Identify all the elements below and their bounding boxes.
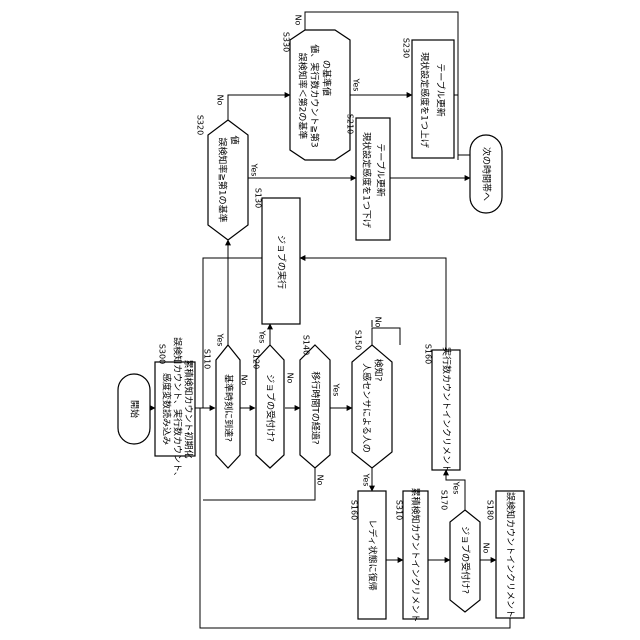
s230-line-1: 現状設定感度を1つ上げ [419,52,431,148]
s160-ready-id: S160 [350,500,359,520]
s120-no: No [286,373,295,384]
s110-no: No [240,375,249,386]
start-node: 開始 [118,374,150,444]
s210-line-1: 現状設定感度を1つ下げ [361,132,373,228]
s180-process: 誤検知カウントインクリメント S180 [486,491,525,618]
s120-label: ジョブの受付け? [265,374,277,442]
s160-ready-label: レディ状態に復帰 [367,519,379,590]
s320-line-2: 値 [229,135,241,144]
start-label: 開始 [129,400,141,418]
end-node: 次の時間帯へ [470,135,502,213]
end-label: 次の時間帯へ [481,147,493,201]
s130-id: S130 [254,188,263,208]
s300-line-2: 誤検知カウント、実行数カウント、 [172,337,184,481]
s130-process: ジョブの実行 S130 [254,188,301,324]
s300-line-1: 感度変数読み込み [161,373,173,445]
s300-line-3: 累積検知カウント初期化 [183,359,195,458]
s310-id: S310 [395,500,404,520]
s110-yes: Yes [216,333,225,347]
s300-process: 感度変数読み込み 誤検知カウント、実行数カウント、 累積検知カウント初期化 S3… [155,337,195,481]
s150-id: S150 [354,330,363,350]
s160-exec-label: 実行数カウントインクリメント [441,347,453,473]
s150-line-1: 人感センサによる人の [361,363,373,453]
s330-line-2: 値、実行数カウント≧第3 [309,44,321,147]
s140-decision: 移行時間Tの経過? S140 Yes No [300,335,341,486]
s120-decision: ジョブの受付け? S120 Yes No [252,330,295,468]
s120-yes: Yes [258,330,267,344]
s120-id: S120 [252,349,261,369]
s110-id: S110 [203,349,212,369]
s230-process: 現状設定感度を1つ上げ テーブル更新 S230 [402,38,455,158]
s160-exec-process: 実行数カウントインクリメント S160 [424,344,461,473]
s310-label: 累積検知カウントインクリメント [410,487,422,622]
s310-process: 累積検知カウントインクリメント S310 [395,487,429,622]
s330-id: S330 [282,32,291,52]
s320-decision: 誤検知率≧第1の基準 値 S320 No Yes [196,95,259,240]
s150-line-2: 検知? [373,359,385,382]
s160-ready-process: レディ状態に復帰 S160 [350,491,387,619]
s150-no: No [374,317,383,328]
s170-label: ジョブの受付け? [460,526,472,594]
s330-line-1: 誤検知率＜第2の基準 [297,53,309,140]
s330-no: No [294,15,303,26]
s210-process: 現状設定感度を1つ下げ テーブル更新 S210 [346,114,391,240]
s180-id: S180 [486,500,495,520]
s330-yes: Yes [352,78,361,92]
s170-id: S170 [440,490,449,510]
s320-no: No [216,95,225,106]
s140-no: No [316,475,325,486]
s330-line-3: の基準値 [321,60,333,96]
s330-decision: 誤検知率＜第2の基準 値、実行数カウント≧第3 の基準値 S330 No Yes [282,15,361,160]
s210-id: S210 [346,114,355,134]
s230-id: S230 [402,38,411,58]
s180-label: 誤検知カウントインクリメント [505,492,517,618]
s320-yes: Yes [250,163,259,177]
s140-id: S140 [302,335,311,355]
s300-id: S300 [158,344,167,364]
s320-line-1: 誤検知率≧第1の基準 [217,137,229,222]
s150-yes: Yes [362,473,371,487]
s230-line-2: テーブル更新 [435,63,447,116]
s210-line-2: テーブル更新 [375,143,387,196]
s140-yes: Yes [332,383,341,397]
s140-label: 移行時間Tの経過? [310,371,322,444]
s320-id: S320 [196,115,205,135]
s170-no: No [482,543,491,554]
s170-yes: Yes [452,481,461,495]
s130-label: ジョブの実行 [276,235,288,289]
s110-decision: 基準時刻に到達? S110 Yes No [203,333,249,468]
s160-exec-id: S160 [424,344,433,364]
s110-label: 基準時刻に到達? [223,374,235,442]
